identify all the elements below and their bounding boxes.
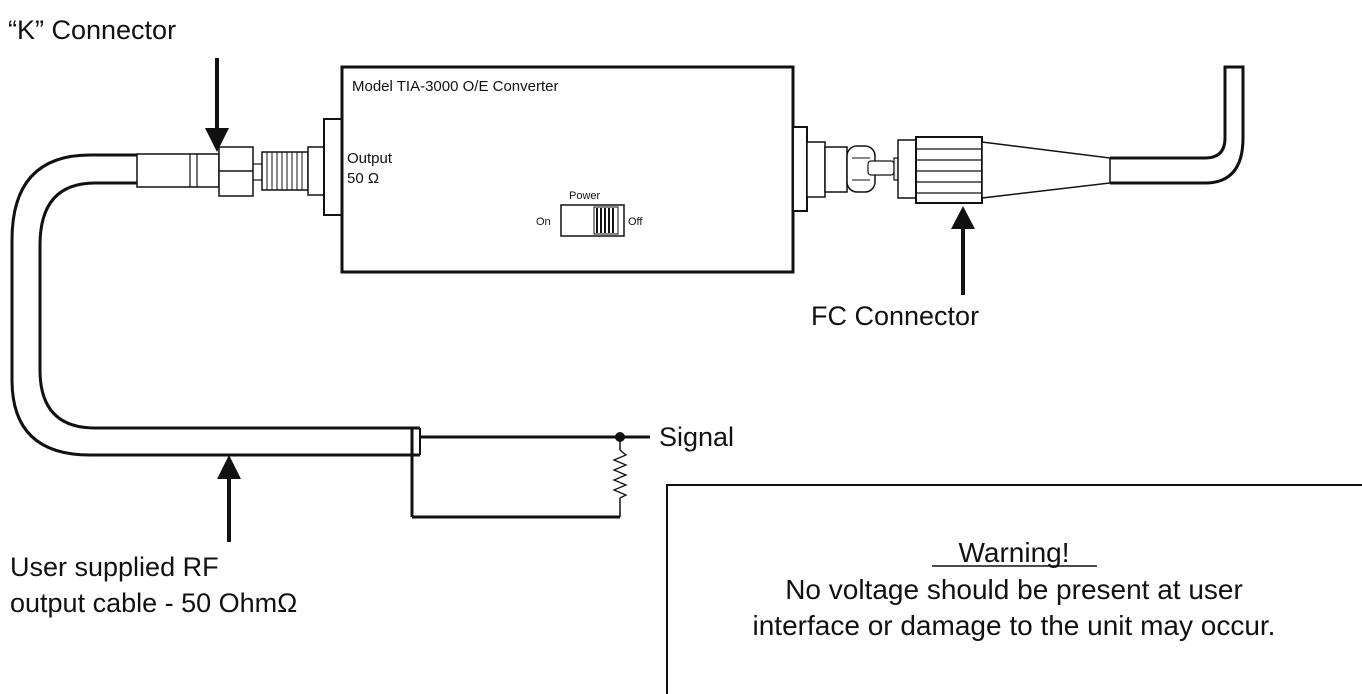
cable-label-line1: User supplied RF <box>10 552 219 582</box>
rf-cable <box>10 153 421 457</box>
resistor-icon <box>612 449 628 499</box>
fc-connector-label: FC Connector <box>811 301 979 331</box>
warning-line2: interface or damage to the unit may occu… <box>753 610 1276 641</box>
warning-line1: No voltage should be present at user <box>785 574 1243 605</box>
fc-connector-arrow-icon <box>951 206 975 295</box>
output-connector <box>261 118 343 216</box>
signal-termination <box>410 427 650 519</box>
power-on-label: On <box>536 216 551 228</box>
converter-box <box>340 65 795 274</box>
power-switch[interactable] <box>560 204 625 237</box>
output-label: Output <box>347 150 393 167</box>
cable-arrow-icon <box>217 455 241 542</box>
cable-label-line2: output cable - 50 OhmΩ <box>10 588 297 618</box>
power-label: Power <box>569 190 601 202</box>
output-impedance-label: 50 Ω <box>347 170 379 187</box>
model-label: Model TIA-3000 O/E Converter <box>352 78 558 95</box>
k-connector <box>136 146 262 197</box>
fc-connector <box>792 126 1111 212</box>
power-off-label: Off <box>628 216 643 228</box>
k-connector-arrow-icon <box>205 58 229 152</box>
fiber-cable <box>1110 65 1245 185</box>
signal-label: Signal <box>659 422 734 452</box>
k-connector-label: “K” Connector <box>8 15 176 45</box>
warning-box: Warning! No voltage should be present at… <box>666 484 1362 694</box>
warning-title: Warning! <box>958 537 1069 568</box>
power-switch-slider[interactable] <box>596 208 614 233</box>
